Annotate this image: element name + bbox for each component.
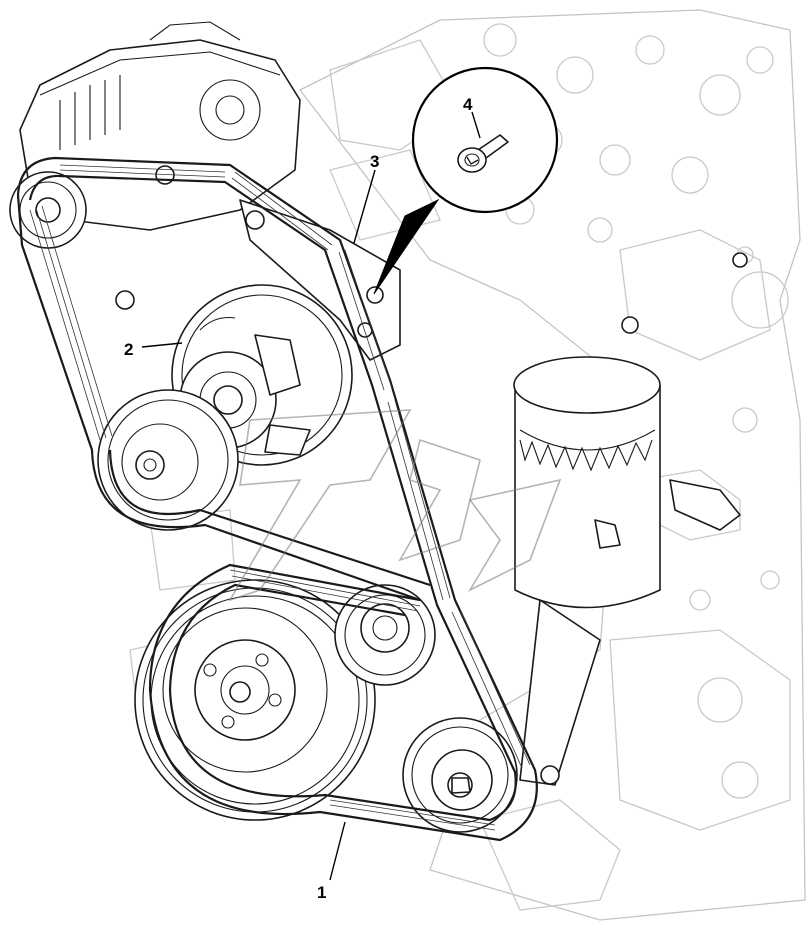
callout-4: 4	[463, 95, 473, 114]
bolt-detail-inset	[373, 66, 559, 295]
oil-filter	[513, 252, 748, 786]
callout-leaders	[141, 111, 481, 881]
bracket	[239, 199, 401, 361]
idler-pulley-middle	[334, 584, 436, 686]
watermark	[228, 409, 562, 602]
leader-4	[471, 111, 481, 139]
left-pulley	[97, 389, 239, 531]
callout-1: 1	[317, 883, 326, 902]
leader-3	[353, 169, 376, 244]
callout-2: 2	[124, 340, 133, 359]
bolt-icon	[457, 134, 509, 173]
drive-belt	[16, 156, 538, 842]
callout-3: 3	[370, 152, 379, 171]
leader-2	[141, 342, 183, 348]
leader-1	[329, 821, 346, 881]
alternator	[19, 21, 301, 310]
idler-pulley-lower	[402, 717, 518, 833]
